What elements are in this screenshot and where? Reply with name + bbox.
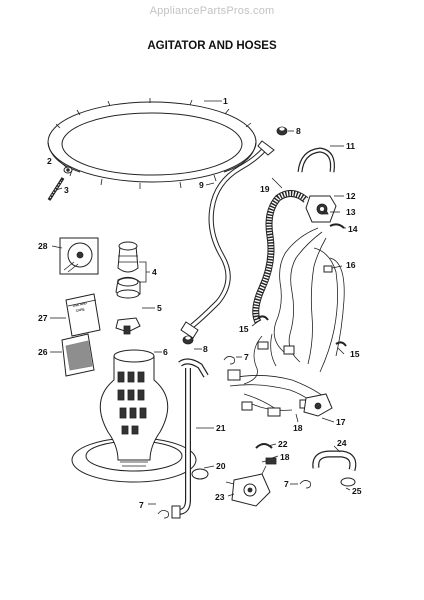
callout-21: 21 — [216, 423, 226, 433]
part-switch-screw — [321, 209, 329, 215]
callout-20: 20 — [216, 461, 226, 471]
callout-15-b: 15 — [350, 349, 360, 359]
part-agitator-cap — [117, 241, 139, 273]
part-tub-ring — [47, 98, 257, 189]
part-wire-harness — [227, 227, 345, 417]
guide-text-line-2: CARE — [75, 307, 85, 313]
part-clip-a — [223, 356, 235, 365]
part-hose-bushing-bottom — [182, 335, 194, 345]
part-literature-bag — [61, 333, 95, 377]
callout-15-a: 15 — [239, 324, 249, 334]
part-switch-clip — [329, 223, 345, 229]
callout-25: 25 — [352, 486, 362, 496]
callout-12: 12 — [346, 191, 356, 201]
diagram-title: AGITATOR AND HOSES — [147, 40, 277, 52]
callout-16: 16 — [346, 260, 356, 270]
part-use-care-guide: USE AND CARE — [65, 293, 101, 337]
part-pump-hose — [312, 450, 357, 471]
part-cable-tie-a — [257, 315, 269, 321]
part-fill-hose — [180, 140, 275, 339]
callout-3: 3 — [64, 185, 69, 195]
part-harness-connector — [303, 393, 333, 417]
part-bolt — [47, 177, 65, 201]
part-hose-clamp — [191, 468, 209, 480]
callout-23: 23 — [215, 492, 225, 502]
part-drain-pump — [225, 465, 271, 507]
callout-4: 4 — [152, 267, 157, 277]
callout-5: 5 — [157, 303, 162, 313]
callout-27: 27 — [38, 313, 48, 323]
callout-19: 19 — [260, 184, 270, 194]
callout-8-bottom: 8 — [203, 344, 208, 354]
leader-lines — [50, 100, 351, 505]
callout-14: 14 — [348, 224, 358, 234]
part-spring-clip — [255, 443, 273, 449]
guide-text-line-1: USE AND — [72, 301, 87, 308]
part-u-clamp — [297, 147, 335, 173]
part-clip-c — [299, 480, 311, 489]
callout-22: 22 — [278, 439, 288, 449]
part-pressure-switch — [305, 195, 337, 223]
part-nut — [63, 166, 73, 174]
part-cable-tie-b — [335, 341, 347, 347]
callout-26: 26 — [38, 347, 48, 357]
callout-1: 1 — [223, 96, 228, 106]
callout-6: 6 — [163, 347, 168, 357]
part-small-connector — [261, 457, 277, 465]
part-pump-hose-clamp — [340, 477, 356, 487]
callout-17: 17 — [336, 417, 346, 427]
part-corrugated-hose — [252, 190, 309, 324]
part-agitator-bolt — [115, 317, 141, 335]
callout-7-pump: 7 — [284, 479, 289, 489]
callout-2: 2 — [47, 156, 52, 166]
part-hose-bushing-top — [276, 126, 288, 136]
callout-13: 13 — [346, 207, 356, 217]
callout-18-connector: 18 — [280, 452, 290, 462]
callout-11: 11 — [346, 141, 355, 151]
part-media-packet — [59, 237, 99, 275]
part-drain-tube — [171, 358, 209, 519]
callout-labels: 1 2 3 4 5 6 7 7 7 8 8 9 11 12 13 14 15 1… — [38, 96, 362, 510]
part-agitator-dogs — [115, 276, 141, 299]
callout-9: 9 — [199, 180, 204, 190]
part-agitator — [71, 349, 197, 483]
part-clip-b — [157, 510, 169, 519]
callout-28: 28 — [38, 241, 48, 251]
watermark: AppliancePartsPros.com — [149, 5, 275, 17]
callout-18-harness: 18 — [293, 423, 303, 433]
callout-7-agitator: 7 — [139, 500, 144, 510]
callout-24: 24 — [337, 438, 347, 448]
callout-8-top: 8 — [296, 126, 301, 136]
callout-7-harness: 7 — [244, 352, 249, 362]
